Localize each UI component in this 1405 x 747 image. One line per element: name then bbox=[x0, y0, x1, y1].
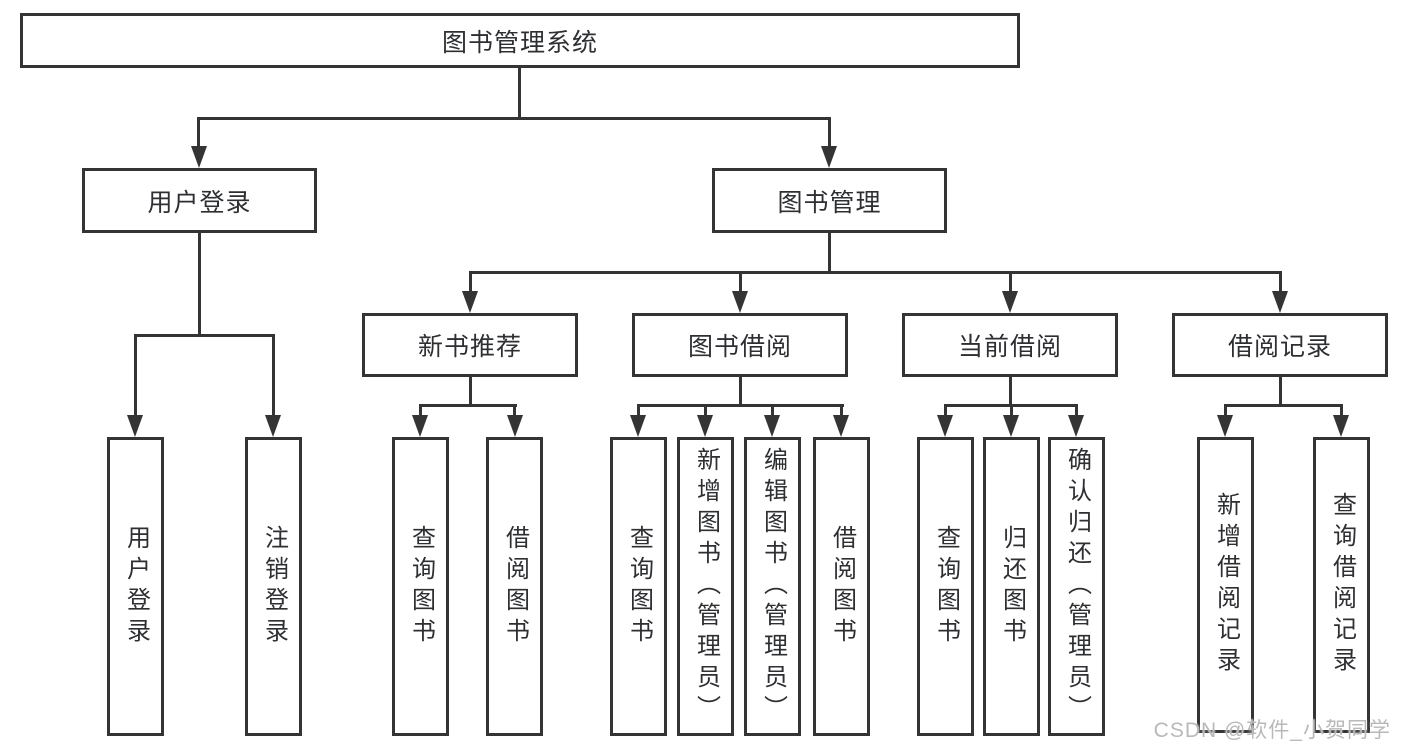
edge-book-borrow-split bbox=[637, 404, 844, 407]
edge-drop-br-add bbox=[1224, 404, 1227, 418]
arrowhead-user-login bbox=[191, 146, 207, 168]
arrowhead-nb-query bbox=[412, 415, 428, 437]
edge-root-split bbox=[197, 117, 831, 120]
edge-book-mgmt-stem bbox=[828, 233, 831, 274]
leaf-label: 借阅图书 bbox=[501, 524, 529, 649]
edge-new-book-stem bbox=[469, 377, 472, 406]
arrowhead-cb-return bbox=[1003, 415, 1019, 437]
node-leaf-br-add-record: 新增借阅记录 bbox=[1197, 437, 1254, 733]
edge-drop-logout bbox=[272, 334, 275, 418]
edge-root-stem bbox=[518, 68, 521, 118]
node-current-borrow: 当前借阅 bbox=[902, 313, 1118, 377]
arrowhead-bb-borrow bbox=[833, 415, 849, 437]
node-leaf-cb-query-books: 查询图书 bbox=[917, 437, 974, 736]
edge-drop-cb-return bbox=[1010, 404, 1013, 418]
edge-new-book-split bbox=[419, 404, 517, 407]
node-leaf-bb-borrow-books: 借阅图书 bbox=[813, 437, 870, 736]
edge-borrow-records-stem bbox=[1279, 377, 1282, 406]
edge-drop-nb-borrow bbox=[513, 404, 516, 418]
edge-drop-current-borrow bbox=[1009, 271, 1012, 294]
csdn-watermark: CSDN @软件_小贺同学 bbox=[1153, 719, 1391, 742]
edge-drop-book-mgmt bbox=[828, 117, 831, 149]
node-book-borrow: 图书借阅 bbox=[632, 313, 848, 377]
leaf-label: 查询图书 bbox=[625, 524, 653, 649]
edge-drop-user-login bbox=[197, 117, 200, 149]
leaf-label: 用户登录 bbox=[122, 524, 150, 649]
node-user-login: 用户登录 bbox=[82, 168, 317, 233]
edge-drop-nb-query bbox=[419, 404, 422, 418]
arrowhead-bb-edit bbox=[764, 415, 780, 437]
leaf-label: 编辑图书（管理员） bbox=[759, 447, 787, 726]
edge-book-borrow-stem bbox=[739, 377, 742, 406]
edge-drop-bb-borrow bbox=[840, 404, 843, 418]
edge-user-login-split bbox=[134, 334, 275, 337]
edge-book-mgmt-split bbox=[469, 271, 1282, 274]
arrowhead-borrow-records bbox=[1272, 291, 1288, 313]
arrowhead-bb-query bbox=[630, 415, 646, 437]
arrowhead-current-borrow bbox=[1002, 291, 1018, 313]
leaf-label: 借阅图书 bbox=[828, 524, 856, 649]
edge-drop-book-borrow bbox=[739, 271, 742, 294]
arrowhead-br-add bbox=[1217, 415, 1233, 437]
leaf-label: 归还图书 bbox=[998, 524, 1026, 649]
edge-drop-new-book bbox=[469, 271, 472, 294]
edge-drop-bb-query bbox=[637, 404, 640, 418]
node-leaf-br-query-record: 查询借阅记录 bbox=[1313, 437, 1370, 733]
arrowhead-br-query bbox=[1333, 415, 1349, 437]
leaf-label: 查询图书 bbox=[407, 524, 435, 649]
node-book-mgmt: 图书管理 bbox=[712, 168, 947, 233]
edge-current-borrow-stem bbox=[1009, 377, 1012, 406]
arrowhead-logout bbox=[265, 415, 281, 437]
edge-drop-bb-add bbox=[704, 404, 707, 418]
arrowhead-bb-add bbox=[697, 415, 713, 437]
node-borrow-records: 借阅记录 bbox=[1172, 313, 1388, 377]
node-leaf-cb-return-books: 归还图书 bbox=[983, 437, 1040, 736]
edge-drop-cb-query bbox=[944, 404, 947, 418]
edge-user-login-stem bbox=[198, 233, 201, 336]
node-leaf-bb-query-books: 查询图书 bbox=[610, 437, 667, 736]
leaf-label: 查询图书 bbox=[932, 524, 960, 649]
edge-drop-br-query bbox=[1340, 404, 1343, 418]
node-leaf-user-login: 用户登录 bbox=[107, 437, 164, 736]
arrowhead-book-borrow bbox=[732, 291, 748, 313]
leaf-label: 新增图书（管理员） bbox=[692, 447, 720, 726]
edge-borrow-records-split bbox=[1224, 404, 1343, 407]
node-leaf-bb-add-books-admin: 新增图书（管理员） bbox=[677, 437, 734, 736]
node-system-root: 图书管理系统 bbox=[20, 13, 1020, 68]
leaf-label: 新增借阅记录 bbox=[1212, 492, 1240, 678]
leaf-label: 注销登录 bbox=[260, 524, 288, 649]
arrowhead-nb-borrow bbox=[507, 415, 523, 437]
arrowhead-login bbox=[127, 415, 143, 437]
edge-drop-cb-confirm bbox=[1075, 404, 1078, 418]
arrowhead-book-mgmt bbox=[821, 146, 837, 168]
arrowhead-new-book bbox=[462, 291, 478, 313]
leaf-label: 查询借阅记录 bbox=[1328, 492, 1356, 678]
arrowhead-cb-confirm bbox=[1068, 415, 1084, 437]
edge-drop-login bbox=[134, 334, 137, 418]
leaf-label: 确认归还（管理员） bbox=[1063, 447, 1091, 726]
node-new-book-rec: 新书推荐 bbox=[362, 313, 578, 377]
node-leaf-logout: 注销登录 bbox=[245, 437, 302, 736]
edge-drop-bb-edit bbox=[771, 404, 774, 418]
node-leaf-bb-edit-books-admin: 编辑图书（管理员） bbox=[744, 437, 801, 736]
arrowhead-cb-query bbox=[937, 415, 953, 437]
edge-drop-borrow-records bbox=[1279, 271, 1282, 294]
node-leaf-nb-query-books: 查询图书 bbox=[392, 437, 449, 736]
node-leaf-nb-borrow-books: 借阅图书 bbox=[486, 437, 543, 736]
node-leaf-cb-confirm-return-admin: 确认归还（管理员） bbox=[1048, 437, 1105, 736]
